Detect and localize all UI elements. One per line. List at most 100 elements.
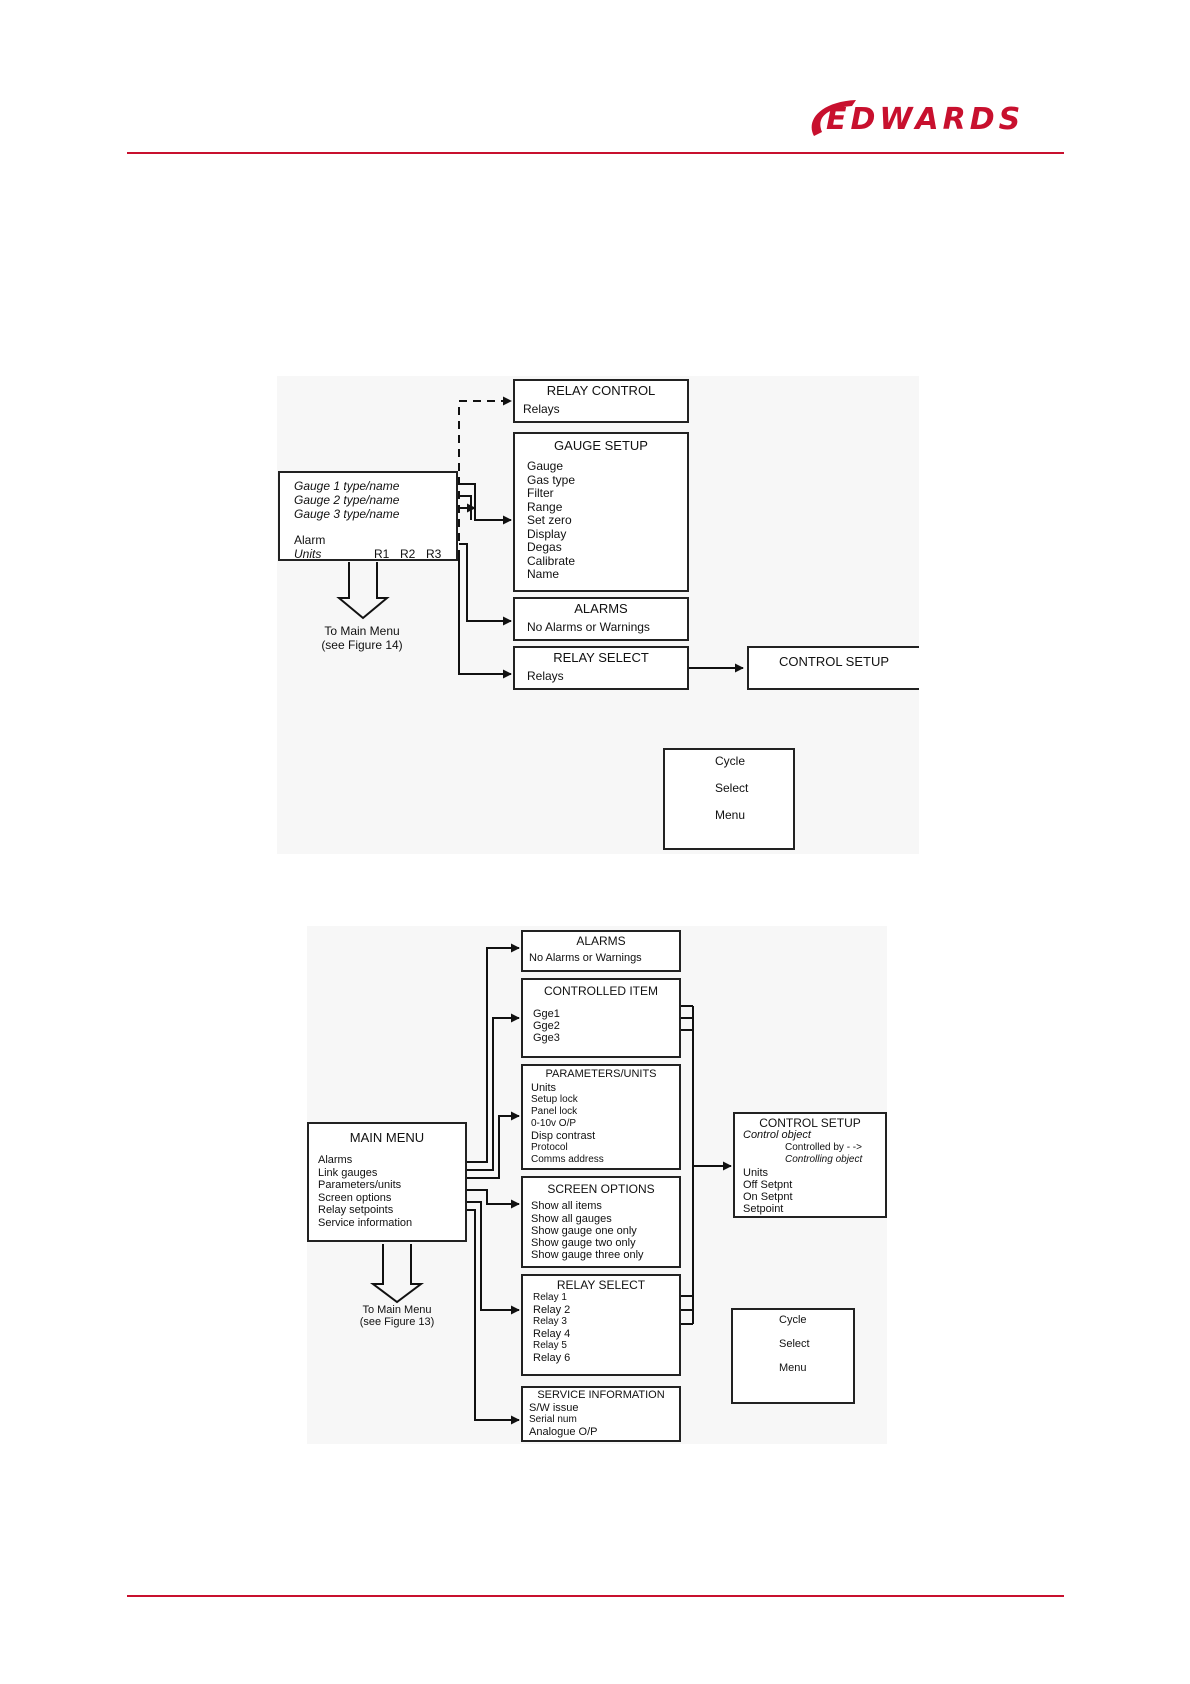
parameters-item: Protocol [531,1142,568,1153]
relay-select-box-2: RELAY SELECT Relay 1 Relay 2 Relay 3 Rel… [521,1274,681,1376]
alarms-title-2: ALARMS [576,934,626,948]
parameters-item: 0-10v O/P [531,1118,577,1129]
parameters-title: PARAMETERS/UNITS [545,1068,657,1080]
relay-item: Relay 4 [533,1328,571,1340]
figure-gauge-menu: Gauge 1 type/name Gauge 2 type/name Gaug… [277,376,919,854]
relay-item: Relay 6 [533,1352,571,1364]
service-info-title: SERVICE INFORMATION [537,1389,665,1401]
alarms-box-2: ALARMS No Alarms or Warnings [521,930,681,972]
service-information-box: SERVICE INFORMATION S/W issue Serial num… [521,1386,681,1442]
screen-options-item: Show all items [531,1200,602,1212]
alarms-item: No Alarms or Warnings [527,620,650,634]
service-info-item: S/W issue [529,1402,579,1414]
controlled-item-title: CONTROLLED ITEM [543,984,658,998]
screen-options-item: Show gauge one only [531,1225,637,1237]
relay-item: Relay 2 [533,1304,571,1316]
relay-item: Relay 3 [533,1316,567,1327]
screen-options-item: Show gauge two only [531,1237,636,1249]
gauge-1-line: Gauge 1 type/name [294,479,400,493]
legend-menu: Menu [715,808,746,822]
gauge-setup-box: GAUGE SETUP Gauge Gas type Filter Range … [513,432,689,592]
main-menu-box: MAIN MENU Alarms Link gauges Parameters/… [307,1122,467,1242]
controlled-item: Gge1 [533,1008,560,1020]
cycle-arrow-glyph: - -> [846,1142,862,1153]
gauge-setup-item: Calibrate [527,554,576,568]
units-line: Units [294,547,322,561]
gauge-setup-item: Name [527,567,560,581]
main-menu-item: Link gauges [318,1167,378,1179]
parameters-item: Comms address [531,1154,604,1165]
relay-control-box: RELAY CONTROL Relays [513,379,689,423]
header-rule [127,152,1064,154]
parameters-item: Units [531,1082,557,1094]
control-setup-item: On Setpnt [743,1191,793,1203]
legend-box-2: Cycle Select Menu [731,1308,855,1404]
control-setup-item: Units [743,1167,769,1179]
parameters-item: Panel lock [531,1106,578,1117]
main-menu-item: Relay setpoints [318,1204,394,1216]
relay-r2: R2 [400,547,416,561]
gauge-setup-item: Gas type [527,473,576,487]
control-setup-box: CONTROL SETUP [747,646,919,690]
legend-select: Select [715,781,749,795]
main-menu-item: Screen options [318,1192,392,1204]
main-menu-item: Parameters/units [318,1179,402,1191]
main-menu-item: Alarms [318,1154,353,1166]
controlled-item-box: CONTROLLED ITEM Gge1 Gge2 Gge3 [521,978,681,1058]
gauge-display-box: Gauge 1 type/name Gauge 2 type/name Gaug… [278,471,458,561]
gauge-3-line: Gauge 3 type/name [294,507,400,521]
legend-cycle-2: Cycle [779,1314,807,1326]
parameters-units-box: PARAMETERS/UNITS Units Setup lock Panel … [521,1064,681,1170]
brand-name: EDWARDS [826,102,1025,137]
logo-swoosh-icon [811,100,856,136]
alarm-line: Alarm [294,533,326,547]
to-main-menu-label-2: To Main Menu [362,1304,432,1316]
alarms-title: ALARMS [574,601,628,616]
screen-options-box: SCREEN OPTIONS Show all items Show all g… [521,1176,681,1268]
relay-item: Relay 1 [533,1292,567,1303]
relay-r1: R1 [374,547,390,561]
figure-reference: (see Figure 14) [321,638,403,652]
to-main-menu-label: To Main Menu [324,624,400,638]
to-main-menu-note-2: To Main Menu (see Figure 13) [347,1304,447,1328]
gauge-setup-item: Gauge [527,459,564,473]
footer-rule [127,1595,1064,1597]
control-setup-item: Setpoint [743,1203,784,1215]
legend-select-2: Select [779,1338,810,1350]
edwards-logo: EDWARDS [800,92,1068,152]
gauge-setup-title: GAUGE SETUP [554,438,648,453]
controlled-by-text: Controlled by [785,1142,844,1153]
relay-select-box: RELAY SELECT Relays [513,646,689,690]
main-menu-title: MAIN MENU [349,1130,425,1145]
parameters-item: Disp contrast [531,1130,596,1142]
control-object-label: Control object [743,1129,811,1141]
relay-select-title: RELAY SELECT [553,650,649,665]
control-setup-title-2: CONTROL SETUP [759,1116,861,1130]
alarms-item-2: No Alarms or Warnings [529,952,642,964]
relay-control-item: Relays [523,402,560,416]
control-setup-title: CONTROL SETUP [778,654,890,669]
relay-control-title: RELAY CONTROL [546,383,656,398]
legend-menu-2: Menu [779,1362,807,1374]
gauge-setup-item: Set zero [527,513,572,527]
relay-select-title-2: RELAY SELECT [556,1278,646,1292]
figure-main-menu: MAIN MENU Alarms Link gauges Parameters/… [307,926,887,1444]
gauge-setup-item: Degas [527,540,562,554]
gauge-setup-item: Filter [527,486,554,500]
alarms-box: ALARMS No Alarms or Warnings [513,597,689,641]
gauge-2-line: Gauge 2 type/name [294,493,400,507]
service-info-item: Serial num [529,1414,577,1425]
relay-select-item: Relays [527,669,564,683]
controlled-by-label: Controlled by - -> [785,1142,862,1153]
controlled-item: Gge2 [533,1020,560,1032]
screen-options-title: SCREEN OPTIONS [547,1182,655,1196]
control-setup-item: Off Setpnt [743,1179,793,1191]
legend-box: Cycle Select Menu [663,748,795,850]
control-setup-box-2: CONTROL SETUP Control object Controlled … [733,1112,887,1218]
relay-item: Relay 5 [533,1340,567,1351]
controlled-item: Gge3 [533,1032,560,1044]
screen-options-item: Show gauge three only [531,1249,644,1261]
relay-r3: R3 [426,547,442,561]
to-main-menu-note: To Main Menu (see Figure 14) [317,624,407,652]
screen-options-item: Show all gauges [531,1213,612,1225]
